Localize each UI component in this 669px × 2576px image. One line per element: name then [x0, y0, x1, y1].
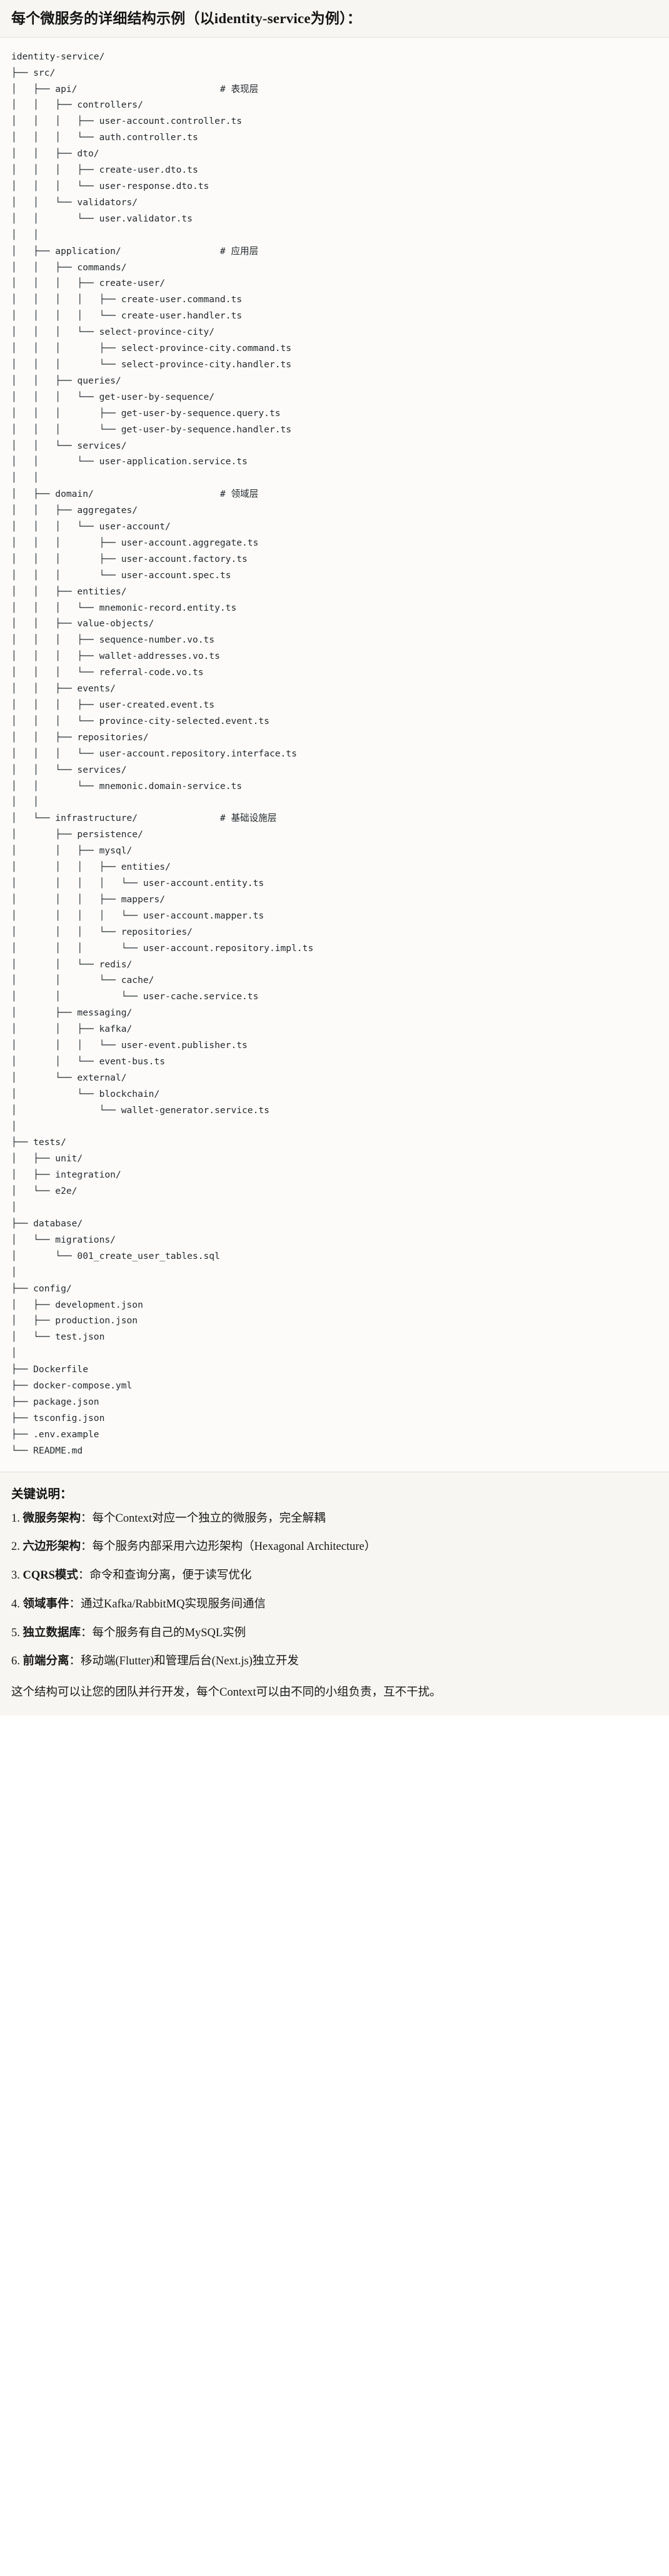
note-text: ：通过Kafka/RabbitMQ实现服务间通信	[69, 1597, 266, 1611]
note-label: 独立数据库	[23, 1626, 81, 1639]
title-section: 每个微服务的详细结构示例（以identity-service为例）：	[0, 0, 669, 38]
note-text: ：移动端(Flutter)和管理后台(Next.js)独立开发	[69, 1655, 299, 1668]
note-label: CQRS模式	[23, 1569, 78, 1582]
note-text: ：每个服务内部采用六边形架构（Hexagonal Architecture）	[81, 1540, 376, 1554]
list-item: CQRS模式：命令和查询分离，便于读写优化	[11, 1567, 658, 1585]
list-item: 领域事件：通过Kafka/RabbitMQ实现服务间通信	[11, 1596, 658, 1614]
note-label: 前端分离	[23, 1655, 69, 1668]
note-text: ：每个服务有自己的MySQL实例	[81, 1626, 246, 1639]
document-page: 每个微服务的详细结构示例（以identity-service为例）： ident…	[0, 0, 669, 1716]
list-item: 独立数据库：每个服务有自己的MySQL实例	[11, 1625, 658, 1642]
directory-tree-section: identity-service/ ├── src/ │ ├── api/ # …	[0, 37, 669, 1472]
list-item: 六边形架构：每个服务内部采用六边形架构（Hexagonal Architectu…	[11, 1539, 658, 1556]
note-label: 领域事件	[23, 1597, 69, 1611]
key-notes-section: 关键说明： 微服务架构：每个Context对应一个独立的微服务，完全解耦 六边形…	[0, 1472, 669, 1716]
list-item: 微服务架构：每个Context对应一个独立的微服务，完全解耦	[11, 1510, 658, 1528]
key-notes-footer: 这个结构可以让您的团队并行开发，每个Context可以由不同的小组负责，互不干扰…	[11, 1686, 441, 1699]
directory-tree: identity-service/ ├── src/ │ ├── api/ # …	[11, 51, 314, 1456]
note-label: 微服务架构	[23, 1512, 81, 1525]
note-label: 六边形架构	[23, 1540, 81, 1554]
note-text: ：命令和查询分离，便于读写优化	[78, 1569, 252, 1582]
list-item: 前端分离：移动端(Flutter)和管理后台(Next.js)独立开发	[11, 1653, 658, 1671]
page-title: 每个微服务的详细结构示例（以identity-service为例）：	[11, 11, 362, 26]
key-notes-list: 微服务架构：每个Context对应一个独立的微服务，完全解耦 六边形架构：每个服…	[11, 1510, 658, 1671]
key-notes-heading: 关键说明：	[11, 1487, 73, 1501]
note-text: ：每个Context对应一个独立的微服务，完全解耦	[81, 1512, 326, 1525]
